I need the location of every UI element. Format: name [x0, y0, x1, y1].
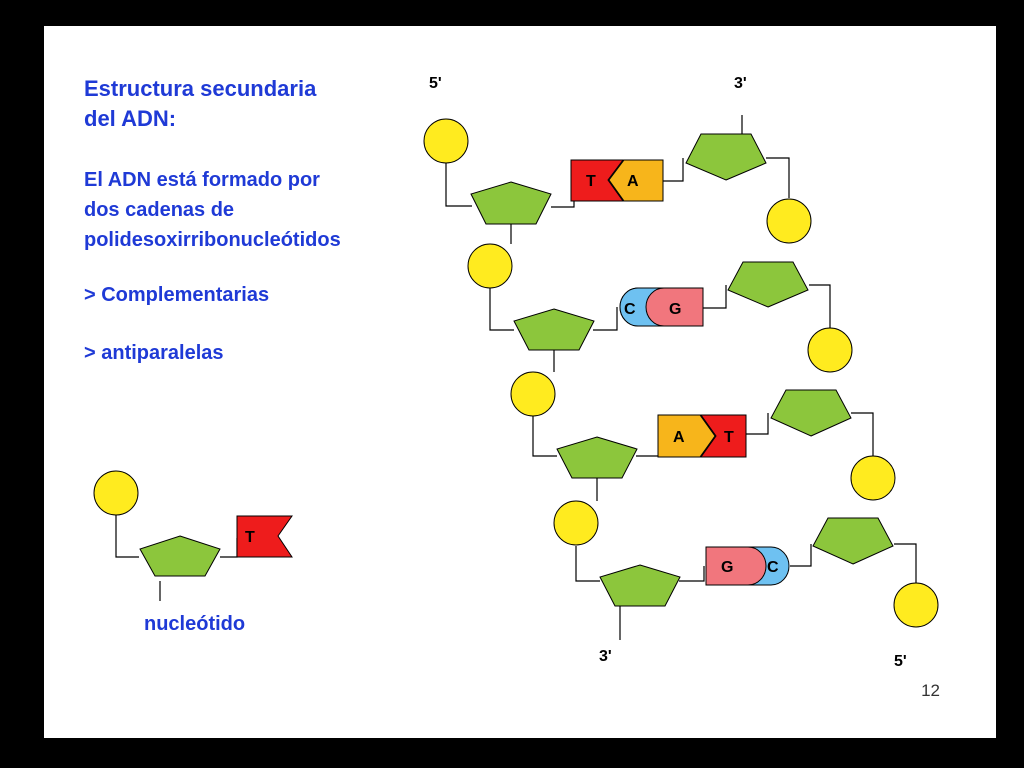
sugar-pentagon [139, 535, 221, 577]
nucleotide-label: nucleótido [144, 613, 245, 635]
sugar-group [139, 133, 894, 607]
backbone-link [766, 157, 790, 198]
sugar-pentagon [470, 181, 552, 225]
sugar-pentagon [599, 564, 681, 607]
phosphate-circle [467, 243, 513, 289]
base-pair-2: C G [619, 287, 704, 327]
phosphate-circle [93, 470, 139, 516]
description-line-2: dos cadenas de [84, 199, 235, 221]
base-letter: G [669, 301, 681, 318]
description-line-1: El ADN está formado por [84, 169, 320, 191]
base-t [700, 414, 747, 458]
base-pair-3: A T [657, 414, 747, 458]
sugar-pentagon [770, 389, 852, 437]
backbone-link [663, 158, 684, 182]
sugar-pentagon [685, 133, 767, 181]
title-line-2: del ADN: [84, 106, 177, 131]
backbone-link [115, 514, 139, 558]
dna-diagram: T A C G A T G C T 5' [93, 75, 939, 670]
base-letter: A [673, 429, 685, 446]
backbone-link [851, 412, 874, 456]
backbone-link [809, 284, 831, 328]
backbone-link [575, 546, 600, 582]
base-c [619, 287, 665, 327]
slide: Estructura secundaria del ADN: El ADN es… [44, 26, 996, 738]
base-letter: G [721, 559, 733, 576]
phosphate-circle [423, 118, 469, 164]
bullet-antiparalelas: > antiparalelas [84, 342, 224, 364]
backbone-link [894, 543, 917, 583]
sugar-pentagon [556, 436, 638, 479]
base-letter: A [627, 173, 639, 190]
label-5-prime: 5' [894, 653, 907, 670]
base-letter: C [767, 559, 779, 576]
base-letter: C [624, 301, 636, 318]
legend-base: T [236, 515, 293, 558]
phosphate-circle [766, 198, 812, 244]
sugar-pentagon [727, 261, 809, 308]
backbone-link [703, 285, 727, 309]
base-letter: T [245, 529, 255, 546]
phosphate-circle [510, 371, 556, 417]
sugar-pentagon [513, 308, 595, 351]
backbone-link [746, 413, 769, 435]
backbone-link [220, 538, 238, 558]
phosphate-circle [850, 455, 896, 501]
backbone-link [593, 307, 618, 331]
backbone-link [679, 566, 705, 582]
backbone-link [636, 431, 660, 457]
label-3-prime: 3' [734, 75, 747, 92]
sugar-pentagon [812, 517, 894, 565]
backbone-link [790, 544, 812, 567]
base-pair-4: G C [705, 546, 790, 586]
base-a [608, 159, 664, 202]
backbone-link [489, 288, 514, 331]
label-3-prime: 3' [599, 648, 612, 665]
base-letter: T [586, 173, 596, 190]
base-t [236, 515, 293, 558]
phosphate-circle [893, 582, 939, 628]
base-g [705, 546, 767, 586]
slide-number: 12 [921, 681, 940, 700]
backbone-link [532, 416, 557, 457]
base-letter: T [724, 429, 734, 446]
slide-title: Estructura secundaria del ADN: [84, 74, 316, 134]
phosphate-circle [553, 500, 599, 546]
base-t [570, 159, 624, 202]
phosphate-group [93, 118, 939, 628]
title-line-1: Estructura secundaria [84, 76, 317, 101]
base-pair-1: T A [570, 159, 664, 202]
phosphate-circle [807, 327, 853, 373]
description-line-3: polidesoxirribonucleótidos [84, 229, 341, 251]
base-a [657, 414, 716, 458]
bullet-complementarias: > Complementarias [84, 284, 270, 306]
label-5-prime: 5' [429, 75, 442, 92]
